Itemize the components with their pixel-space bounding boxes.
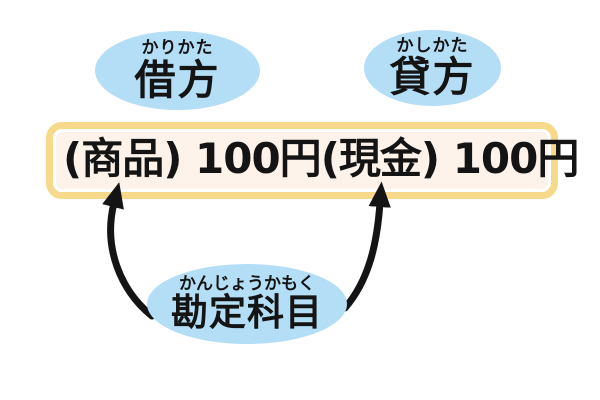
debit-furigana: かりかた xyxy=(141,38,214,59)
credit-label-bubble: かしかた 貸方 xyxy=(364,30,501,106)
debit-label: 借方 xyxy=(134,55,221,104)
credit-entry-text: (現金) 100円 xyxy=(320,133,580,183)
account-title-label: 勘定科目 xyxy=(171,291,323,335)
account-title-furigana: かんじょうかもく xyxy=(179,273,315,294)
curved-arrow-to-credit-icon xyxy=(341,181,391,312)
credit-furigana: かしかた xyxy=(396,35,469,56)
debit-label-bubble: かりかた 借方 xyxy=(95,31,260,110)
debit-entry-text: (商品) 100円 xyxy=(63,133,322,183)
journal-entry-box: (商品) 100円 (現金) 100円 xyxy=(46,122,579,199)
curved-arrow-to-debit-icon xyxy=(102,182,156,320)
account-title-bubble: かんじょうかもく 勘定科目 xyxy=(147,264,347,344)
credit-label: 貸方 xyxy=(389,53,476,102)
